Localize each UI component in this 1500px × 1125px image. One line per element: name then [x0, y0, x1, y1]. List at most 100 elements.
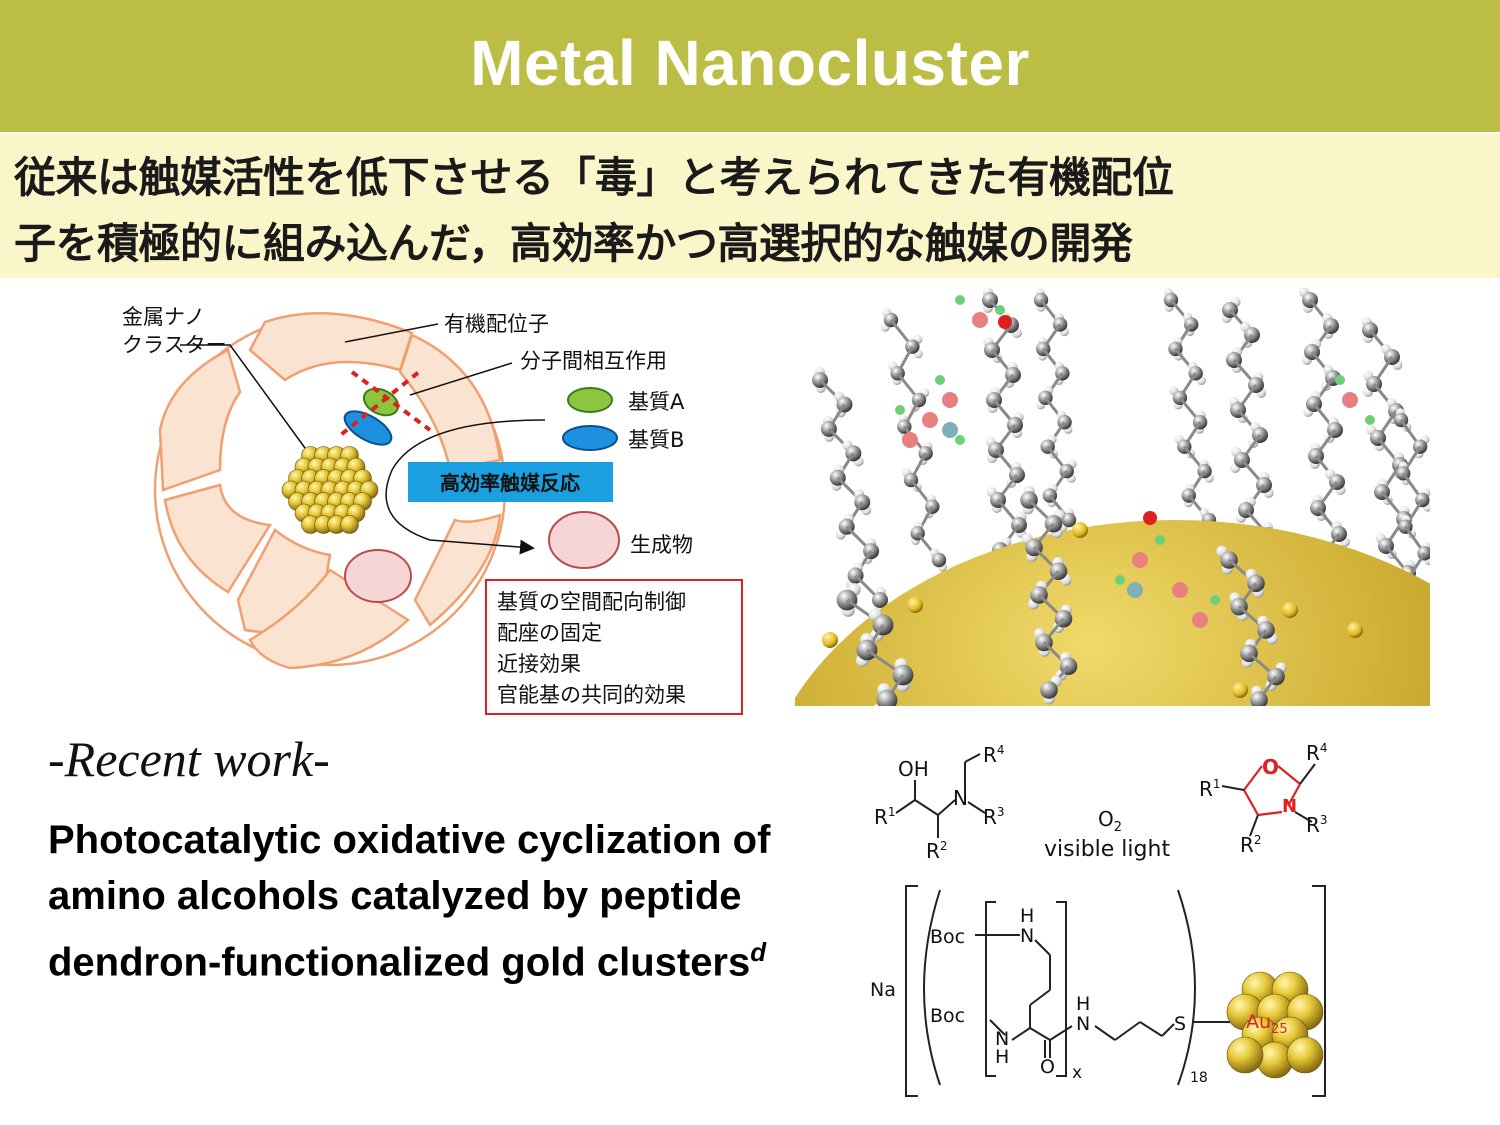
green-atom — [955, 435, 965, 445]
recent-work-title: Photocatalytic oxidative cyclization of … — [48, 818, 771, 985]
legend-product — [548, 511, 620, 569]
effect-item: 配座の固定 — [497, 621, 602, 645]
carbon-atom — [918, 446, 933, 461]
nitrogen-atom — [942, 422, 958, 438]
struct-boc-1: Boc — [930, 926, 965, 948]
oxygen-atom — [1192, 612, 1208, 628]
green-atom — [955, 295, 965, 305]
carbon-atom — [1188, 366, 1203, 381]
interaction-label: 分子間相互作用 — [520, 349, 667, 373]
nitrogen-atom — [1127, 582, 1143, 598]
interaction-dash-2 — [340, 369, 421, 436]
leader-metal — [180, 344, 306, 449]
carbon-atom — [925, 499, 940, 514]
oxygen-atom — [1342, 392, 1358, 408]
gold-atom — [340, 515, 359, 534]
gold-surface-sphere — [795, 520, 1430, 706]
svg-text:R4: R4 — [1306, 741, 1328, 765]
page-title: Metal Nanocluster — [470, 27, 1030, 99]
header-banner: Metal Nanocluster — [0, 0, 1500, 132]
sulfur-atom — [1282, 602, 1298, 618]
sulfur-atom — [1347, 622, 1363, 638]
oxygen-atom — [942, 392, 958, 408]
struct-boc-2: Boc — [930, 1005, 965, 1027]
dendron-structure: Na Boc Boc H N N H O x H N S 18 Au25 — [870, 885, 1326, 1097]
green-atom — [935, 375, 945, 385]
carbon-atom — [1040, 681, 1058, 699]
struct-18: 18 — [1190, 1070, 1208, 1086]
subtitle-line-2: 子を積極的に組み込んだ，高効率かつ高選択的な触媒の開発 — [14, 219, 1133, 268]
product-shape — [344, 549, 412, 603]
scheme-ring-o: O — [1262, 755, 1279, 779]
svg-text:R3: R3 — [1306, 813, 1328, 837]
svg-text:N: N — [995, 1028, 1009, 1050]
green-atom — [1365, 415, 1375, 425]
svg-text:R1: R1 — [874, 805, 896, 829]
metal-label-2: クラスター — [122, 333, 227, 357]
gold-nanocluster — [281, 446, 379, 534]
au-atom — [1286, 1036, 1324, 1074]
scheme-oh: OH — [898, 757, 929, 781]
carbon-atom — [931, 552, 947, 568]
carbon-atom — [876, 689, 898, 706]
legend-substrate-b — [562, 425, 618, 451]
green-atom — [895, 405, 905, 415]
svg-text:O: O — [1040, 1056, 1055, 1078]
svg-text:O2: O2 — [1098, 807, 1122, 835]
struct-x: x — [1072, 1063, 1082, 1083]
carbon-atom — [1417, 546, 1430, 561]
carbon-atom — [1197, 463, 1212, 479]
struct-na: Na — [870, 979, 896, 1001]
oxygen-atom — [1132, 552, 1148, 568]
reaction-label: 高効率触媒反応 — [440, 471, 580, 495]
green-atom — [995, 305, 1005, 315]
reaction-box — [408, 462, 613, 502]
reaction-scheme: OH R1 N R4 R3 R2 O2 visible light O N R1… — [874, 741, 1328, 863]
au25-cluster — [1226, 971, 1324, 1079]
svg-text:R4: R4 — [983, 743, 1005, 767]
red-atom — [1143, 511, 1157, 525]
effect-item: 近接効果 — [497, 652, 581, 676]
interaction-dash-1 — [350, 370, 432, 432]
carbon-atom — [872, 592, 888, 608]
carbon-atom — [1061, 512, 1077, 528]
effects-box — [485, 579, 743, 715]
ligand-label: 有機配位子 — [444, 312, 549, 336]
green-atom — [1210, 595, 1220, 605]
sulfur-atom — [1072, 522, 1088, 538]
metal-label-1: 金属ナノ — [122, 305, 205, 329]
scheme-r1: R — [874, 805, 888, 829]
svg-text:R1: R1 — [1199, 777, 1221, 801]
oxygen-atom — [922, 412, 938, 428]
leader-interaction — [409, 362, 513, 396]
scheme-r2: R — [926, 839, 940, 863]
scheme-r3: R — [983, 805, 997, 829]
svg-text:R3: R3 — [983, 805, 1005, 829]
recent-work-heading: -Recent work- — [48, 731, 330, 787]
substrate-a-label: 基質A — [628, 390, 685, 414]
sulfur-atom — [1232, 682, 1248, 698]
carbon-atom — [1412, 439, 1428, 454]
oxygen-atom — [972, 312, 988, 328]
substrate-b-label: 基質B — [628, 428, 684, 452]
svg-text:S: S — [1174, 1013, 1186, 1035]
ligand-sectors — [158, 311, 502, 670]
svg-text:N: N — [1020, 925, 1034, 947]
struct-au: Au — [1246, 1011, 1271, 1033]
effect-item: 官能基の共同的効果 — [497, 683, 686, 707]
reaction-arrow — [385, 419, 546, 555]
red-atom — [998, 315, 1012, 329]
carbon-atom — [905, 339, 920, 354]
scheme-visible-light: visible light — [1044, 837, 1170, 862]
subtitle-line-1: 従来は触媒活性を低下させる「毒」と考えられてきた有機配位 — [14, 153, 1174, 202]
sulfur-atom — [822, 632, 838, 648]
scheme-o2: O — [1098, 807, 1114, 831]
svg-text:H: H — [995, 1046, 1009, 1068]
molecular-model-image — [795, 288, 1430, 706]
oxygen-atom — [1172, 582, 1188, 598]
svg-text:N: N — [1076, 1013, 1090, 1035]
svg-text:H: H — [1020, 905, 1034, 927]
scheme-ring-n: N — [1282, 796, 1297, 817]
svg-text:Au25: Au25 — [1246, 1011, 1288, 1037]
